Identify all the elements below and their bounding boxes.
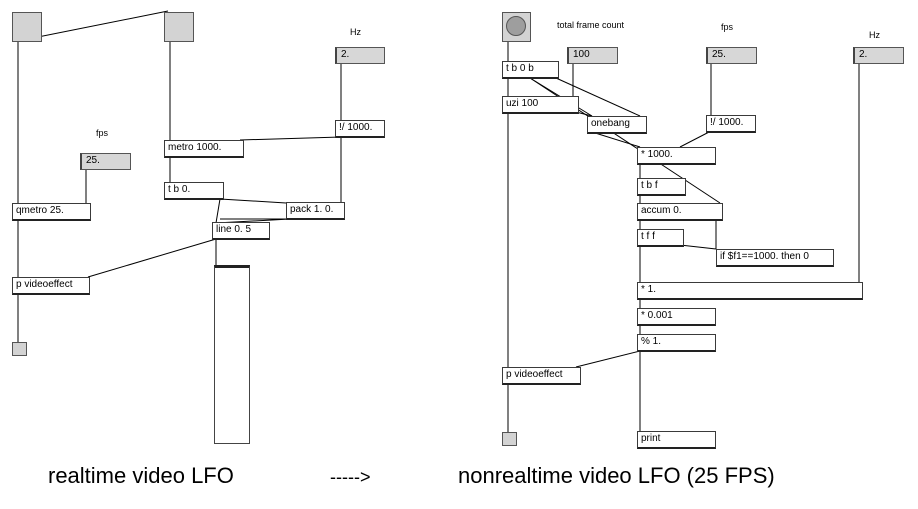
caption-realtime: realtime video LFO bbox=[48, 463, 234, 488]
if-expression-object[interactable]: if $f1==1000. then 0 bbox=[716, 249, 834, 267]
fps-number-box-right[interactable]: 25. bbox=[706, 47, 757, 64]
print-object[interactable]: print bbox=[637, 431, 716, 449]
outlet-left[interactable] bbox=[12, 342, 27, 356]
hz-label: Hz bbox=[350, 27, 361, 37]
div-1000-object-right[interactable]: !/ 1000. bbox=[706, 115, 756, 133]
cord-tff-if bbox=[679, 244, 717, 250]
qmetro-object[interactable]: qmetro 25. bbox=[12, 203, 91, 221]
fps-number-box[interactable]: 25. bbox=[80, 153, 131, 170]
videoeffect-subpatch[interactable]: p videoeffect bbox=[12, 277, 90, 295]
cord-line-video bbox=[87, 238, 217, 278]
videoeffect-subpatch-right[interactable]: p videoeffect bbox=[502, 367, 581, 385]
hz-label-right: Hz bbox=[869, 30, 880, 40]
trigger-bf-object[interactable]: t b f bbox=[637, 178, 686, 196]
trigger-object[interactable]: t b 0. bbox=[164, 182, 224, 200]
toggle-left-1[interactable] bbox=[12, 12, 42, 42]
mul-hz-object[interactable]: * 1. bbox=[637, 282, 863, 300]
line-object[interactable]: line 0. 5 bbox=[212, 222, 270, 240]
bang-button[interactable] bbox=[502, 12, 531, 42]
mul-1000-object[interactable]: * 1000. bbox=[637, 147, 716, 165]
total-frame-count-label: total frame count bbox=[557, 20, 625, 30]
mul-001-object[interactable]: * 0.001 bbox=[637, 308, 716, 326]
trigger-b0b-object[interactable]: t b 0 b bbox=[502, 61, 559, 79]
pack-object[interactable]: pack 1. 0. bbox=[286, 202, 345, 220]
onebang-object[interactable]: onebang bbox=[587, 116, 647, 134]
hz-number-box-right[interactable]: 2. bbox=[853, 47, 904, 64]
uzi-object[interactable]: uzi 100 bbox=[502, 96, 579, 114]
cord-tb-line bbox=[215, 198, 221, 224]
caption-arrow: -----> bbox=[330, 467, 371, 487]
fps-label: fps bbox=[96, 128, 109, 138]
cord-onebang-mul bbox=[591, 131, 641, 148]
fps-label-right: fps bbox=[721, 22, 734, 32]
modulo-object[interactable]: % 1. bbox=[637, 334, 716, 352]
trigger-ff-object[interactable]: t f f bbox=[637, 229, 684, 247]
div-1000-object[interactable]: !/ 1000. bbox=[335, 120, 385, 138]
metro-object[interactable]: metro 1000. bbox=[164, 140, 244, 158]
caption-nonrealtime: nonrealtime video LFO (25 FPS) bbox=[458, 463, 775, 488]
outlet-right[interactable] bbox=[502, 432, 517, 446]
cord-div-metro bbox=[239, 136, 342, 141]
cord-tb-pack bbox=[219, 198, 287, 204]
lfo-slider[interactable] bbox=[214, 265, 250, 444]
cord-mod-video bbox=[575, 350, 641, 368]
accum-object[interactable]: accum 0. bbox=[637, 203, 723, 221]
total-frame-count-box[interactable]: 100 bbox=[567, 47, 618, 64]
toggle-left-2[interactable] bbox=[164, 12, 194, 42]
cord-div-mul bbox=[679, 130, 712, 148]
bang-circle bbox=[506, 16, 526, 36]
hz-number-box[interactable]: 2. bbox=[335, 47, 385, 64]
